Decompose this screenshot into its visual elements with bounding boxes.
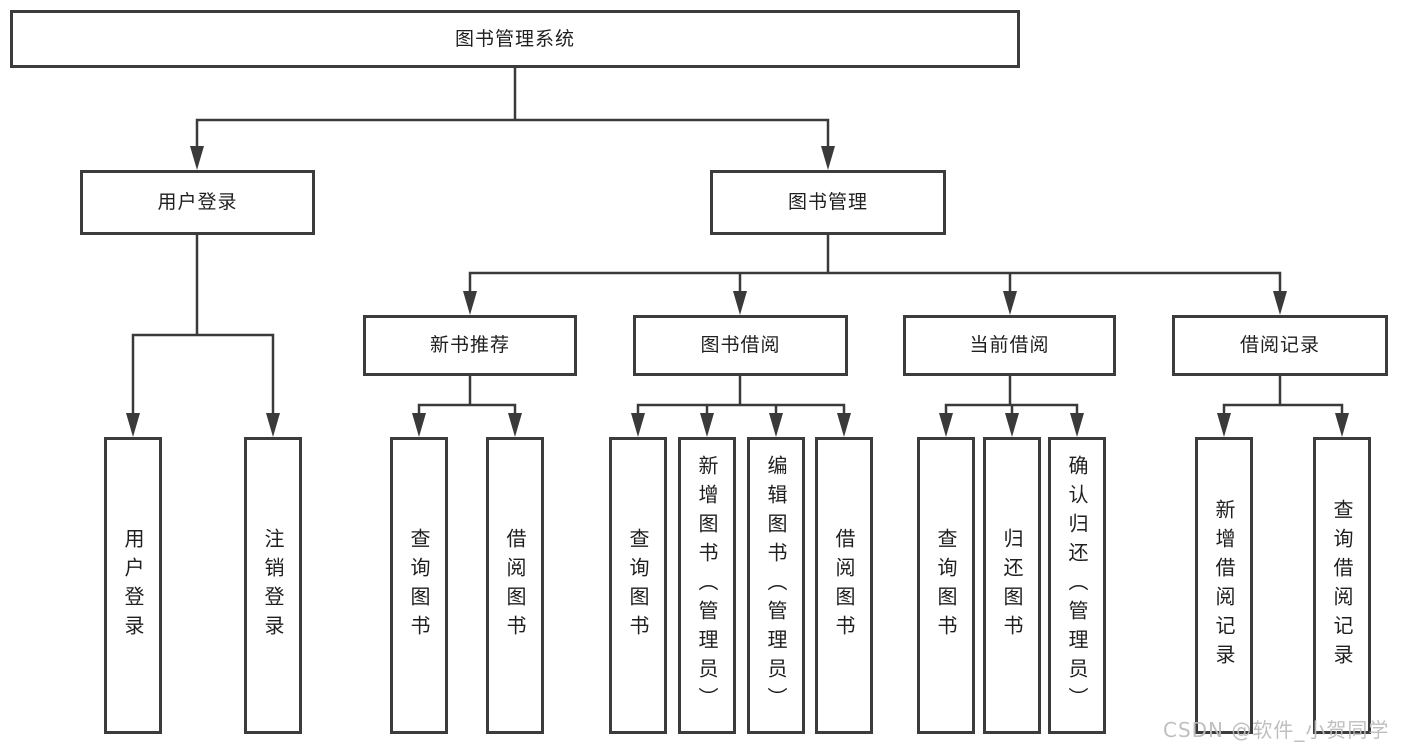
leaf-logout: 注销登录 (244, 437, 302, 734)
node-current-borrowing: 当前借阅 (903, 315, 1116, 376)
leaf-add-books-admin: 新增图书（管理员） (678, 437, 736, 734)
leaf-query-borrow-record: 查询借阅记录 (1313, 437, 1371, 734)
node-borrowing-records: 借阅记录 (1172, 315, 1388, 376)
leaf-add-borrow-record: 新增借阅记录 (1195, 437, 1253, 734)
node-user-login: 用户登录 (80, 170, 315, 235)
node-book-borrowing: 图书借阅 (633, 315, 848, 376)
leaf-query-books-borrow: 查询图书 (609, 437, 667, 734)
connector-book-mgmt-to-level3 (463, 233, 1287, 315)
leaf-return-books: 归还图书 (983, 437, 1041, 734)
leaf-query-books-recommend: 查询图书 (390, 437, 448, 734)
csdn-watermark: CSDN @软件_小贺同学 (1163, 718, 1390, 742)
node-new-book-recommend: 新书推荐 (363, 315, 577, 376)
connector-user-login-children (126, 233, 280, 437)
leaf-user-login: 用户登录 (104, 437, 162, 734)
node-book-management: 图书管理 (710, 170, 946, 235)
connector-newbook-children (412, 374, 522, 437)
leaf-edit-books-admin: 编辑图书（管理员） (747, 437, 805, 734)
leaf-confirm-return-admin: 确认归还（管理员） (1048, 437, 1106, 734)
connector-borrowing-children (631, 374, 851, 437)
connector-current-children (939, 374, 1084, 437)
connector-records-children (1217, 374, 1349, 437)
node-library-management-system: 图书管理系统 (10, 10, 1020, 68)
connector-root-to-level2 (190, 66, 835, 170)
leaf-borrow-books-recommend: 借阅图书 (486, 437, 544, 734)
leaf-borrow-books-borrow: 借阅图书 (815, 437, 873, 734)
leaf-query-books-current: 查询图书 (917, 437, 975, 734)
